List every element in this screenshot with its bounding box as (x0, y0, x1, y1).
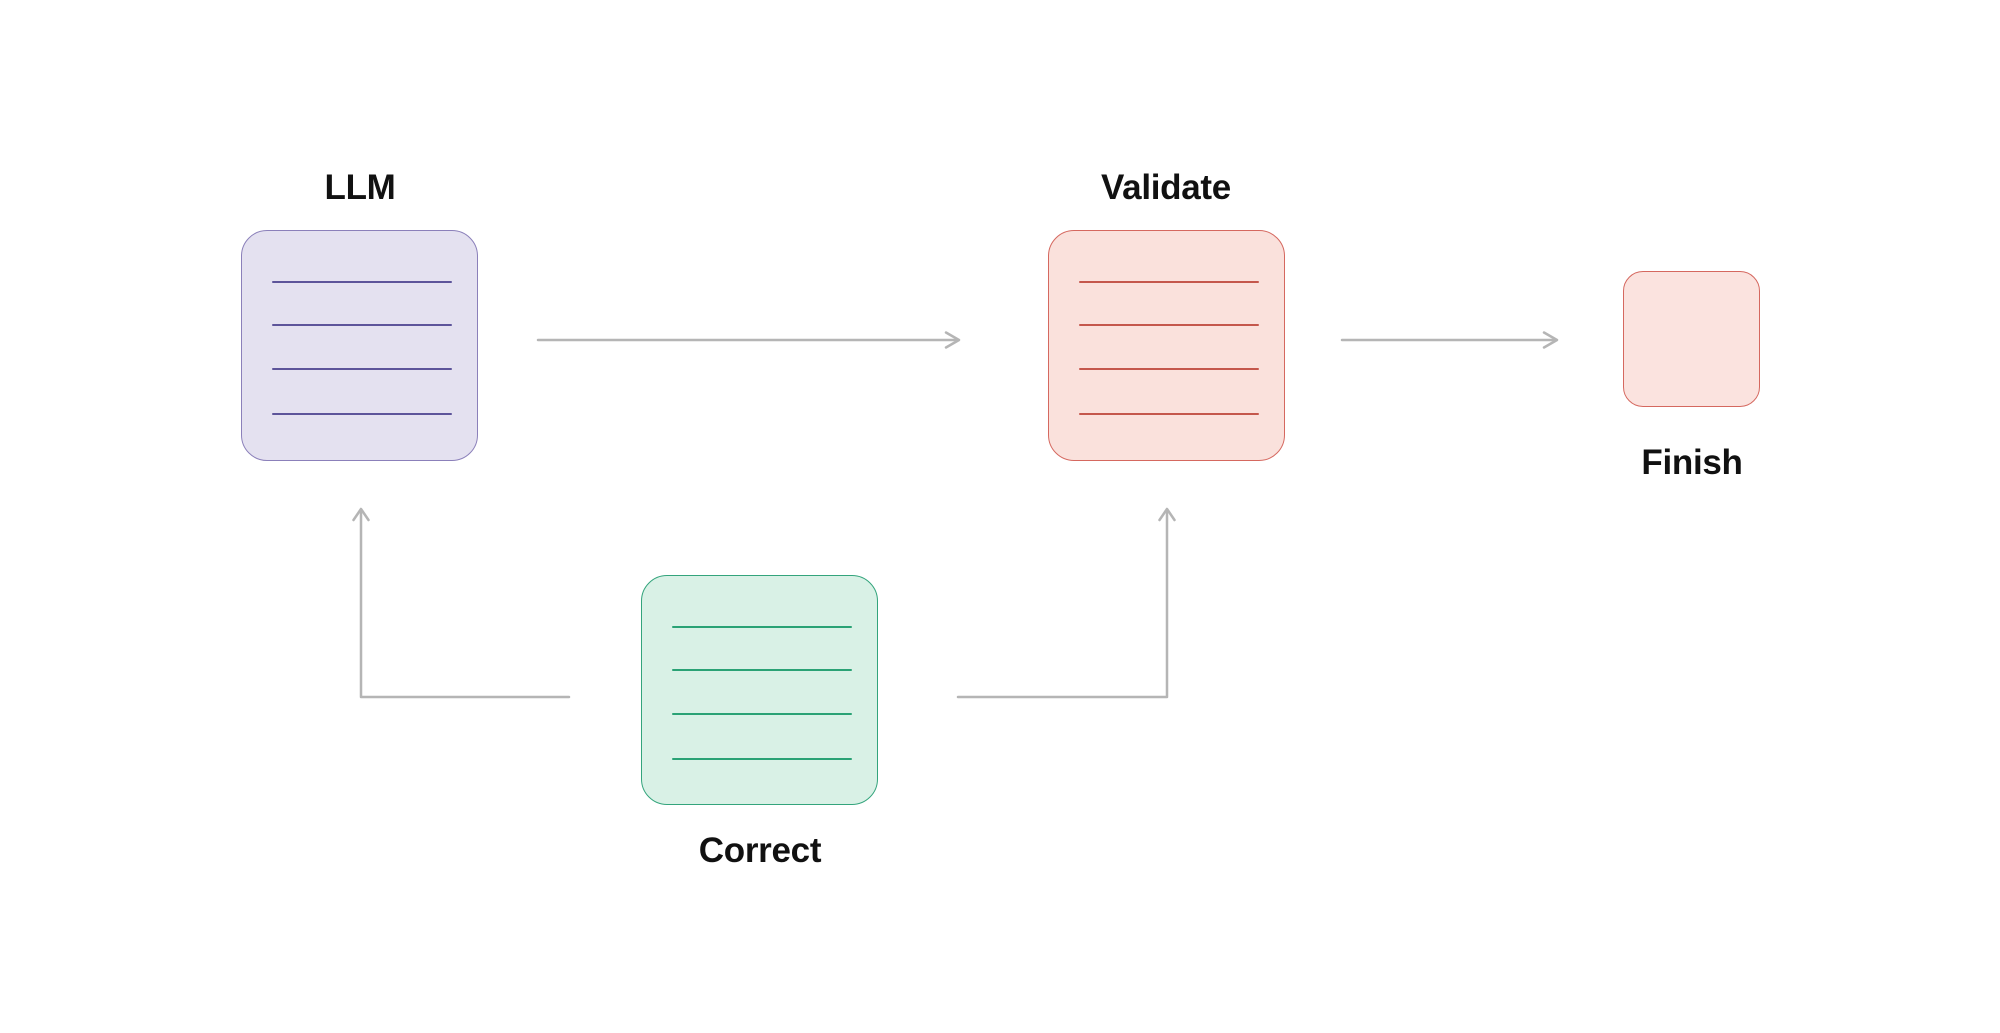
ruled-line (672, 669, 852, 671)
ruled-line (272, 281, 452, 283)
ruled-line (672, 626, 852, 628)
ruled-line (672, 713, 852, 715)
node-correct-card[interactable] (641, 575, 878, 805)
node-llm-card[interactable] (241, 230, 478, 461)
ruled-line (272, 368, 452, 370)
edge-validate-to-finish[interactable] (1340, 331, 1559, 349)
node-finish-card[interactable] (1623, 271, 1760, 407)
edge-correct-to-llm[interactable] (352, 507, 571, 699)
arrowhead-right-icon (944, 331, 961, 349)
edge-llm-to-validate[interactable] (536, 331, 961, 349)
ruled-line (672, 758, 852, 760)
ruled-line (1079, 368, 1259, 370)
arrowhead-right-icon (1542, 331, 1559, 349)
edge-correct-to-validate[interactable] (956, 507, 1176, 699)
ruled-line (1079, 281, 1259, 283)
arrowhead-up-icon (352, 507, 370, 522)
node-finish-label: Finish (1641, 443, 1743, 482)
ruled-line (272, 413, 452, 415)
node-correct-label: Correct (698, 831, 822, 870)
edge-line (359, 510, 571, 699)
ruled-line (272, 324, 452, 326)
edge-line (956, 510, 1169, 699)
ruled-line (1079, 324, 1259, 326)
arrowhead-up-icon (1158, 507, 1176, 522)
ruled-line (1079, 413, 1259, 415)
node-llm-label: LLM (324, 168, 396, 207)
node-validate-card[interactable] (1048, 230, 1285, 461)
node-validate-label: Validate (1101, 168, 1231, 207)
